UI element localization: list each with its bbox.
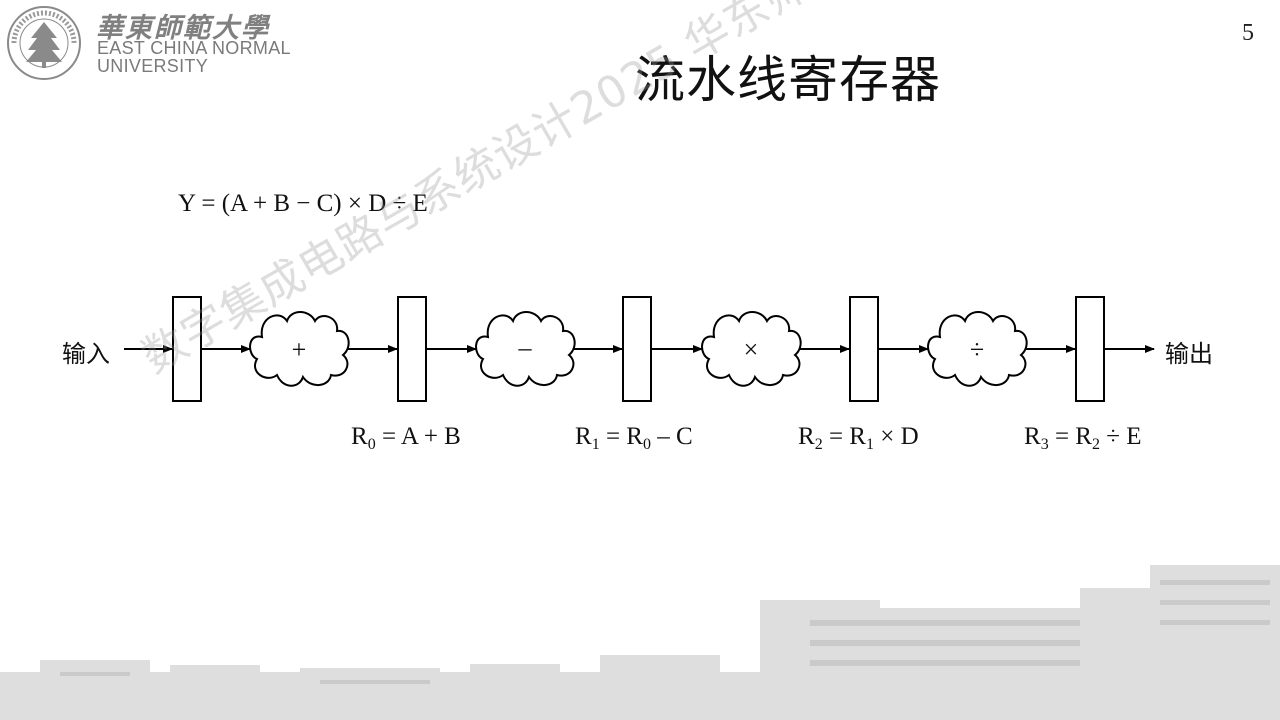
register-r2-equation: R2 = R1 × D — [798, 423, 919, 454]
input-label: 输入 — [62, 334, 110, 369]
reg-expr: ÷ E — [1100, 423, 1142, 450]
sub-operator: – — [505, 328, 545, 368]
pipeline-register-1 — [398, 297, 426, 401]
reg-name: R — [351, 423, 368, 450]
reg-expr: = A + B — [376, 423, 461, 450]
reg-name: R — [1024, 423, 1041, 450]
register-r3-equation: R3 = R2 ÷ E — [1024, 423, 1141, 454]
add-operator: + — [279, 330, 319, 370]
reg-expr-index: 0 — [643, 436, 651, 453]
reg-name: R — [798, 423, 815, 450]
reg-index: 3 — [1041, 436, 1049, 453]
pipeline-register-4 — [1076, 297, 1104, 401]
reg-expr-prefix: = R — [823, 423, 866, 450]
output-label: 输出 — [1165, 334, 1213, 369]
reg-expr-prefix: = R — [1049, 423, 1092, 450]
pipeline-register-3 — [850, 297, 878, 401]
div-operator: ÷ — [957, 330, 997, 370]
reg-index: 1 — [592, 436, 600, 453]
reg-expr-index: 2 — [1092, 436, 1100, 453]
register-r1-equation: R1 = R0 – C — [575, 423, 693, 454]
reg-expr-index: 1 — [866, 436, 874, 453]
reg-name: R — [575, 423, 592, 450]
reg-index: 0 — [368, 436, 376, 453]
reg-expr: × D — [874, 423, 919, 450]
register-r0-equation: R0 = A + B — [351, 423, 461, 454]
reg-index: 2 — [815, 436, 823, 453]
pipeline-register-2 — [623, 297, 651, 401]
mul-operator: × — [731, 330, 771, 370]
reg-expr: – C — [651, 423, 693, 450]
reg-expr-prefix: = R — [600, 423, 643, 450]
